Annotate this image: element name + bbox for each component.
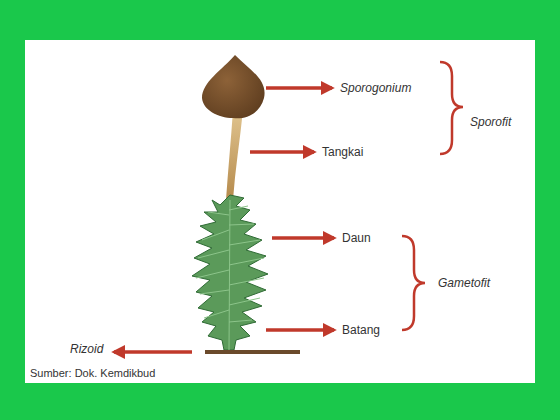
part-label: Daun xyxy=(342,231,371,245)
curly-brace xyxy=(402,236,425,330)
pointer-arrow xyxy=(272,236,334,240)
part-label: Rizoid xyxy=(70,342,103,356)
part-label: Sporogonium xyxy=(340,81,411,95)
pointer-arrow xyxy=(266,328,334,332)
white-panel xyxy=(25,40,535,383)
pointer-arrow xyxy=(250,150,314,154)
pointer-arrow xyxy=(114,350,192,354)
group-label: Gametofit xyxy=(438,276,490,290)
capsule-shape xyxy=(202,55,265,118)
stalk-shape xyxy=(226,110,243,200)
ground-base xyxy=(205,350,300,354)
group-label: Sporofit xyxy=(470,115,511,129)
source-note: Sumber: Dok. Kemdikbud xyxy=(30,367,155,379)
pointer-arrow xyxy=(266,86,332,90)
curly-brace xyxy=(440,62,463,154)
part-label: Batang xyxy=(342,323,380,337)
leafy-shoot xyxy=(192,195,268,350)
part-label: Tangkai xyxy=(322,145,363,159)
pointer-arrows xyxy=(114,88,334,352)
leaf-veins xyxy=(196,200,264,350)
